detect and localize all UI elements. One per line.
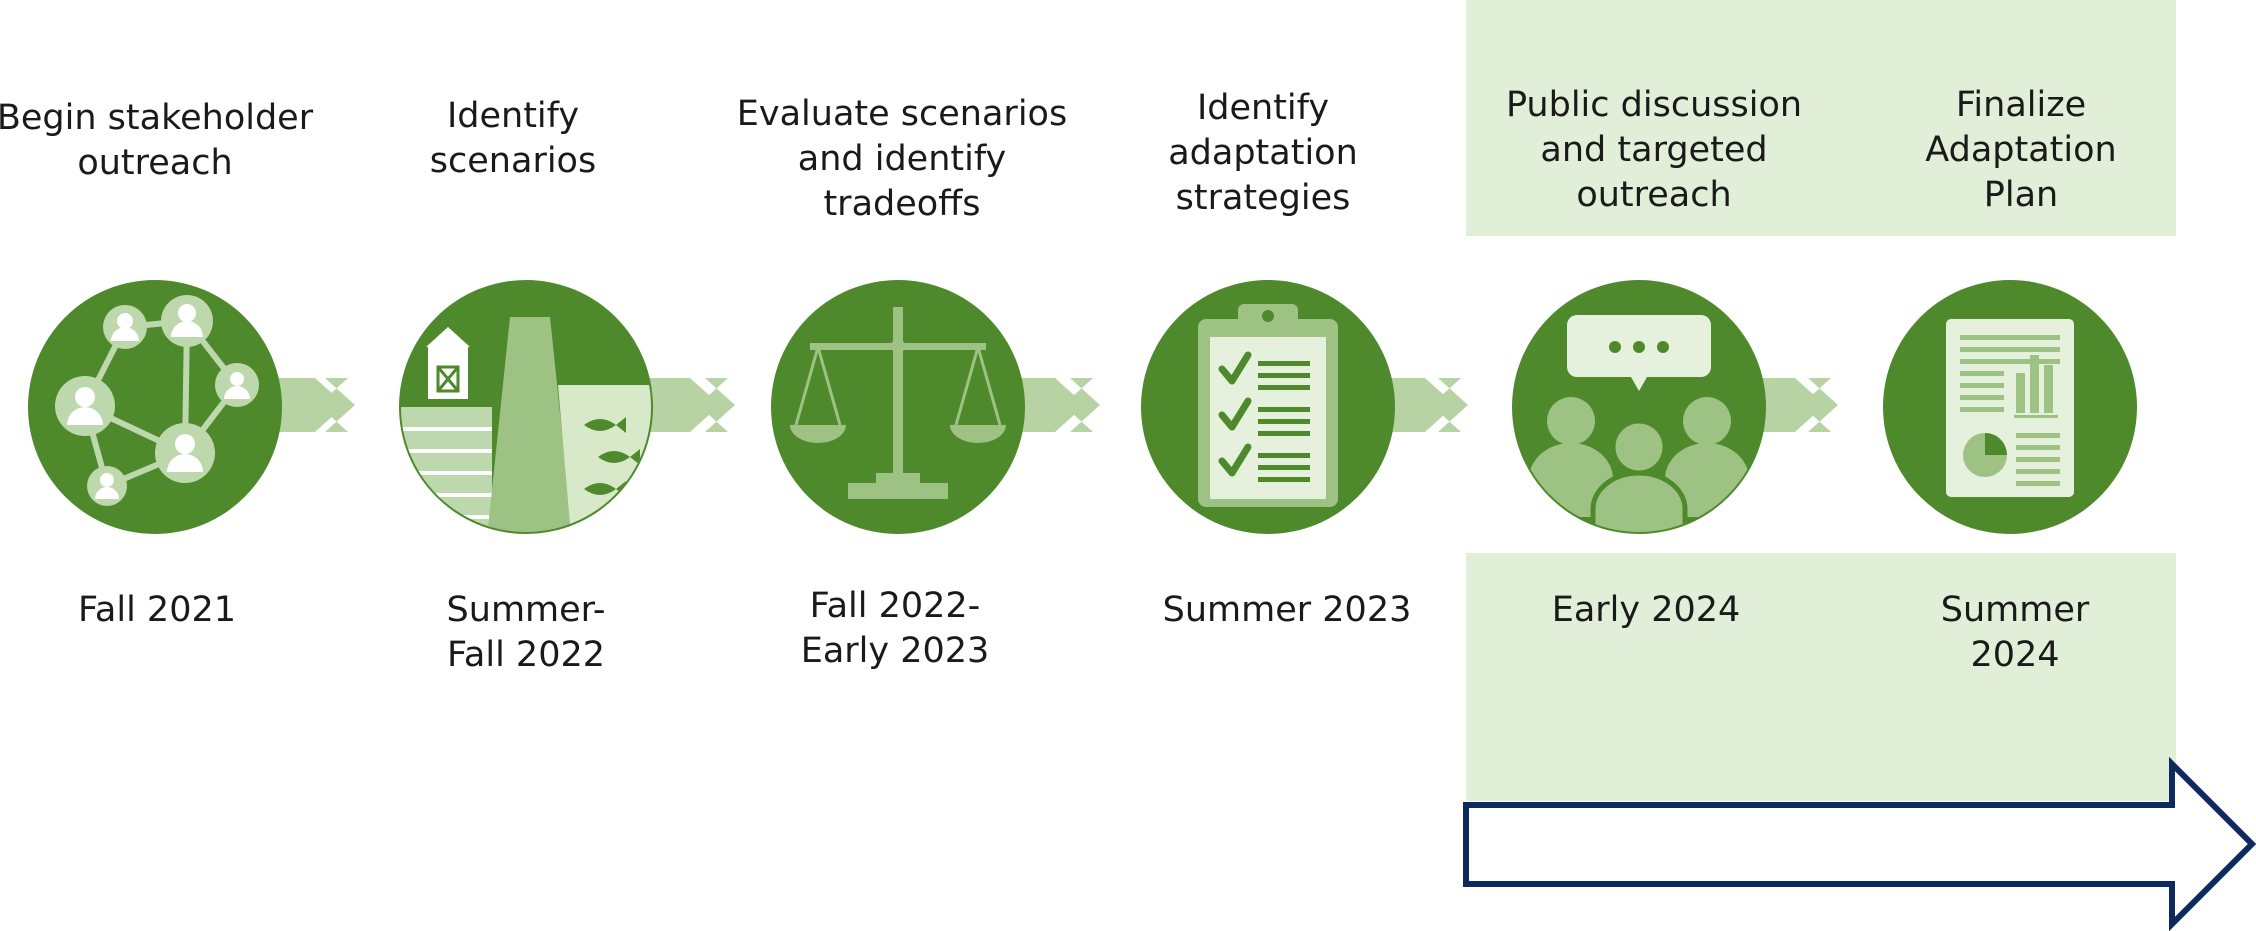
farm-river-fish-icon <box>399 280 653 534</box>
step-title: Identify adaptation strategies <box>1168 88 1358 218</box>
chevron-icon <box>270 378 345 432</box>
highlight-band-top <box>1466 0 2176 236</box>
highlight-band-bottom <box>1466 553 2176 801</box>
chevron-icon <box>1748 378 1825 432</box>
chevron-icon <box>640 378 720 432</box>
step-date: Fall 2021 <box>77 590 236 630</box>
step-title: Public discussion and targeted outreach <box>1505 85 1803 215</box>
checklist-clipboard-icon <box>1141 280 1395 534</box>
chevron-icon <box>318 378 355 432</box>
chevron-icon <box>1008 378 1085 432</box>
barn-icon <box>426 327 470 399</box>
step-title: Identify scenarios <box>429 96 597 181</box>
balance-scale-icon <box>771 280 1025 534</box>
chevron-icon <box>1431 378 1468 432</box>
step-date: Summer- Fall 2022 <box>446 590 606 675</box>
chevron-icon <box>1063 378 1100 432</box>
chevron-icon <box>1378 378 1455 432</box>
step-date: Fall 2022- Early 2023 <box>800 586 990 671</box>
step-date: Early 2024 <box>1551 590 1741 630</box>
step-title: Evaluate scenarios and identify tradeoff… <box>736 94 1068 224</box>
outlined-arrow <box>1463 756 2256 931</box>
group-discussion-icon <box>1512 280 1766 534</box>
step-title: Finalize Adaptation Plan <box>1925 85 2117 215</box>
chevron-icon <box>1801 378 1838 432</box>
step-date: Summer 2024 <box>1940 590 2090 675</box>
stakeholder-network-icon <box>28 280 282 534</box>
report-document-icon <box>1883 280 2137 534</box>
chevron-icon <box>698 378 735 432</box>
step-title: Begin stakeholder outreach <box>0 98 314 183</box>
step-date: Summer 2023 <box>1162 590 1412 630</box>
timeline-connector <box>270 378 1838 432</box>
